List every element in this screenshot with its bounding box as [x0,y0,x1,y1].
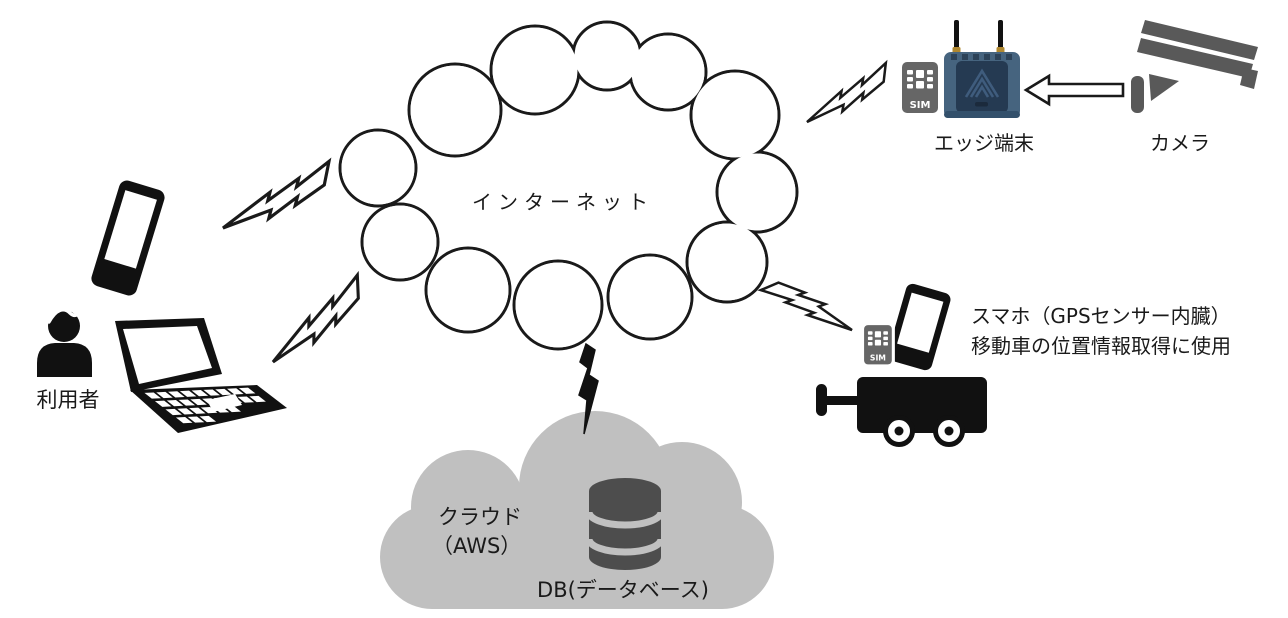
smartphone-icon-right [887,283,951,371]
laptop-icon [115,318,287,433]
camera-to-edge-arrow-icon [1023,73,1125,107]
user-label: 利用者 [36,388,100,412]
sim-card-icon-edge: SIM [898,58,942,117]
sim-label: SIM [910,100,931,111]
aws-cloud-label-line2: （AWS） [432,534,522,558]
bolt-cloud-to-smartphone-icon [759,267,857,350]
smartphone-icon-left [91,180,165,296]
database-icon [585,478,665,570]
bolt-phone-to-cloud-icon [212,159,342,236]
internet-label: インターネット [472,190,654,214]
aws-cloud-label-line1: クラウド [438,505,522,529]
edge-terminal-icon [944,20,1020,118]
user-icon [37,308,92,377]
db-label: DB(データベース) [537,578,709,602]
camera-icon [1131,20,1258,113]
camera-label: カメラ [1150,131,1210,155]
bolt-laptop-to-cloud-icon [256,273,377,369]
aws-cloud-icon [380,411,774,609]
smartphone-note-line2: 移動車の位置情報取得に使用 [971,334,1231,358]
bolt-cloud-to-aws-icon [578,342,599,435]
bolt-cloud-to-edge-icon [796,61,898,128]
smartphone-note-line1: スマホ（GPSセンサー内臓） [971,304,1231,328]
sim-card-icon-mobile: SIM [861,322,895,368]
edge-terminal-label: エッジ端末 [934,131,1034,155]
internet-cloud-icon [338,20,799,351]
sim-label: SIM [870,354,886,363]
cart-icon [815,374,989,448]
